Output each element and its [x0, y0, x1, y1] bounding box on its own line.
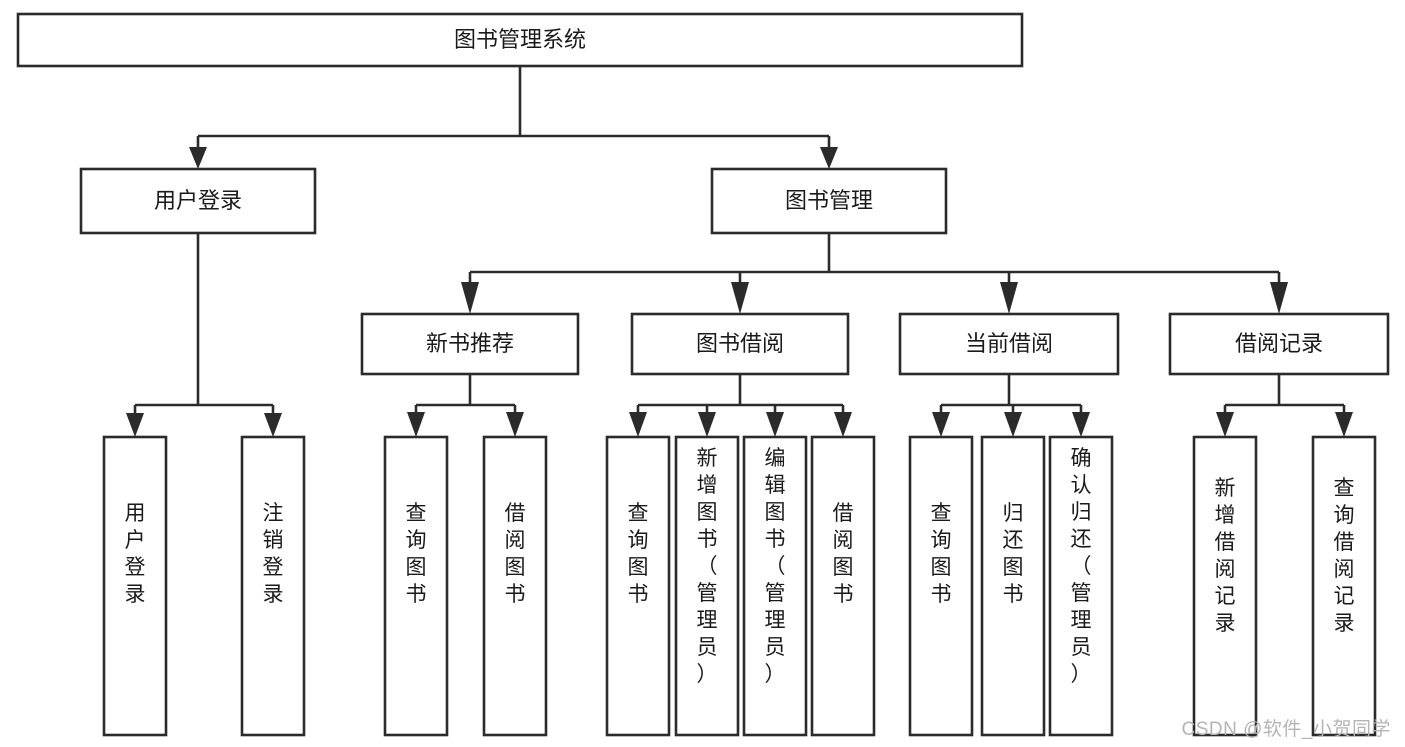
node-book-manage-label: 图书管理: [785, 188, 873, 213]
node-new-book-recommend-box[interactable]: [360, 312, 580, 376]
arrow-head-new-book-recommend: [461, 282, 479, 314]
node-current-borrow-box[interactable]: [898, 312, 1120, 376]
node-leaf-query-book-2-box[interactable]: [605, 435, 671, 737]
node-leaf-add-book[interactable]: 新增图书（管理员）: [674, 435, 740, 737]
node-leaf-borrow-book-1[interactable]: 借阅图书: [482, 435, 548, 737]
node-leaf-query-record[interactable]: 查询借阅记录: [1311, 435, 1377, 737]
arrow-head-borrow-record: [1270, 282, 1288, 314]
node-leaf-user-logout[interactable]: 注销登录: [240, 435, 306, 737]
node-leaf-add-record-label: 新增借阅记录: [1215, 477, 1236, 635]
arrow-head-leaf-add-record: [1216, 412, 1234, 437]
node-leaf-add-record-box[interactable]: [1192, 435, 1258, 737]
node-leaf-user-login-label: 用户登录: [125, 502, 146, 606]
arrow-head-leaf-edit-book: [766, 412, 784, 437]
node-leaf-return-book-box[interactable]: [980, 435, 1046, 737]
node-borrow-record-label: 借阅记录: [1235, 331, 1323, 356]
node-book-manage-box[interactable]: [710, 167, 948, 235]
node-leaf-borrow-book-1-label: 借阅图书: [505, 502, 526, 606]
arrow-head-leaf-user-logout: [264, 413, 282, 437]
node-current-borrow[interactable]: 当前借阅: [898, 312, 1120, 376]
arrow-head-leaf-query-record: [1335, 412, 1353, 437]
connector-layer: [126, 66, 1353, 437]
arrow-head-leaf-return-book: [1004, 412, 1022, 437]
node-leaf-query-record-label: 查询借阅记录: [1334, 477, 1355, 635]
node-user-login-box[interactable]: [79, 167, 317, 235]
node-leaf-user-logout-label: 注销登录: [263, 502, 284, 606]
arrow-head-book-manage: [820, 147, 838, 169]
node-leaf-query-book-3-label: 查询图书: [931, 502, 952, 606]
node-new-book-recommend[interactable]: 新书推荐: [360, 312, 580, 376]
node-root-label: 图书管理系统: [454, 27, 586, 52]
node-leaf-query-book-2-label: 查询图书: [628, 502, 649, 606]
node-root[interactable]: 图书管理系统: [16, 12, 1024, 68]
node-leaf-query-record-box[interactable]: [1311, 435, 1377, 737]
node-leaf-borrow-book-1-box[interactable]: [482, 435, 548, 737]
node-leaf-query-book-1-label: 查询图书: [406, 502, 427, 606]
node-user-login[interactable]: 用户登录: [79, 167, 317, 235]
node-leaf-add-book-box[interactable]: [674, 435, 740, 737]
node-borrow-record[interactable]: 借阅记录: [1168, 312, 1390, 376]
arrow-head-leaf-borrow-book-1: [506, 412, 524, 437]
arrow-head-leaf-borrow-book-2: [834, 412, 852, 437]
node-leaf-edit-book[interactable]: 编辑图书（管理员）: [742, 435, 808, 737]
arrow-head-leaf-user-login: [126, 413, 144, 437]
arrow-head-leaf-query-book-3: [932, 412, 950, 437]
arrow-head-user-login: [189, 147, 207, 169]
node-leaf-query-book-3[interactable]: 查询图书: [908, 435, 974, 737]
arrow-head-leaf-query-book-1: [407, 412, 425, 437]
node-book-borrow-label: 图书借阅: [696, 331, 784, 356]
node-borrow-record-box[interactable]: [1168, 312, 1390, 376]
node-leaf-borrow-book-2-box[interactable]: [810, 435, 876, 737]
arrow-head-current-borrow: [1000, 282, 1018, 314]
node-current-borrow-label: 当前借阅: [965, 331, 1053, 356]
node-leaf-query-book-3-box[interactable]: [908, 435, 974, 737]
arrow-head-leaf-add-book: [698, 412, 716, 437]
node-leaf-user-login-box[interactable]: [102, 435, 168, 737]
node-leaf-query-book-1[interactable]: 查询图书: [383, 435, 449, 737]
arrow-head-leaf-query-book-2: [629, 412, 647, 437]
node-book-borrow[interactable]: 图书借阅: [630, 312, 850, 376]
node-leaf-confirm-return-label: 确认归还（管理员）: [1071, 447, 1092, 686]
node-leaf-edit-book-label: 编辑图书（管理员）: [765, 447, 786, 686]
node-leaf-user-logout-box[interactable]: [240, 435, 306, 737]
node-book-borrow-box[interactable]: [630, 312, 850, 376]
arrow-head-leaf-confirm-return: [1072, 412, 1090, 437]
node-leaf-borrow-book-2[interactable]: 借阅图书: [810, 435, 876, 737]
node-new-book-recommend-label: 新书推荐: [426, 331, 514, 356]
arrow-head-book-borrow: [731, 282, 749, 314]
node-leaf-borrow-book-2-label: 借阅图书: [833, 502, 854, 606]
node-leaf-add-record[interactable]: 新增借阅记录: [1192, 435, 1258, 737]
node-leaf-confirm-return[interactable]: 确认归还（管理员）: [1048, 435, 1114, 737]
node-book-manage[interactable]: 图书管理: [710, 167, 948, 235]
node-root-box[interactable]: [16, 12, 1024, 68]
node-leaf-add-book-label: 新增图书（管理员）: [697, 447, 718, 686]
node-leaf-query-book-2[interactable]: 查询图书: [605, 435, 671, 737]
node-leaf-confirm-return-box[interactable]: [1048, 435, 1114, 737]
node-leaf-user-login[interactable]: 用户登录: [102, 435, 168, 737]
node-leaf-query-book-1-box[interactable]: [383, 435, 449, 737]
node-user-login-label: 用户登录: [154, 188, 242, 213]
node-leaf-return-book-label: 归还图书: [1003, 502, 1024, 606]
node-leaf-edit-book-box[interactable]: [742, 435, 808, 737]
node-leaf-return-book[interactable]: 归还图书: [980, 435, 1046, 737]
